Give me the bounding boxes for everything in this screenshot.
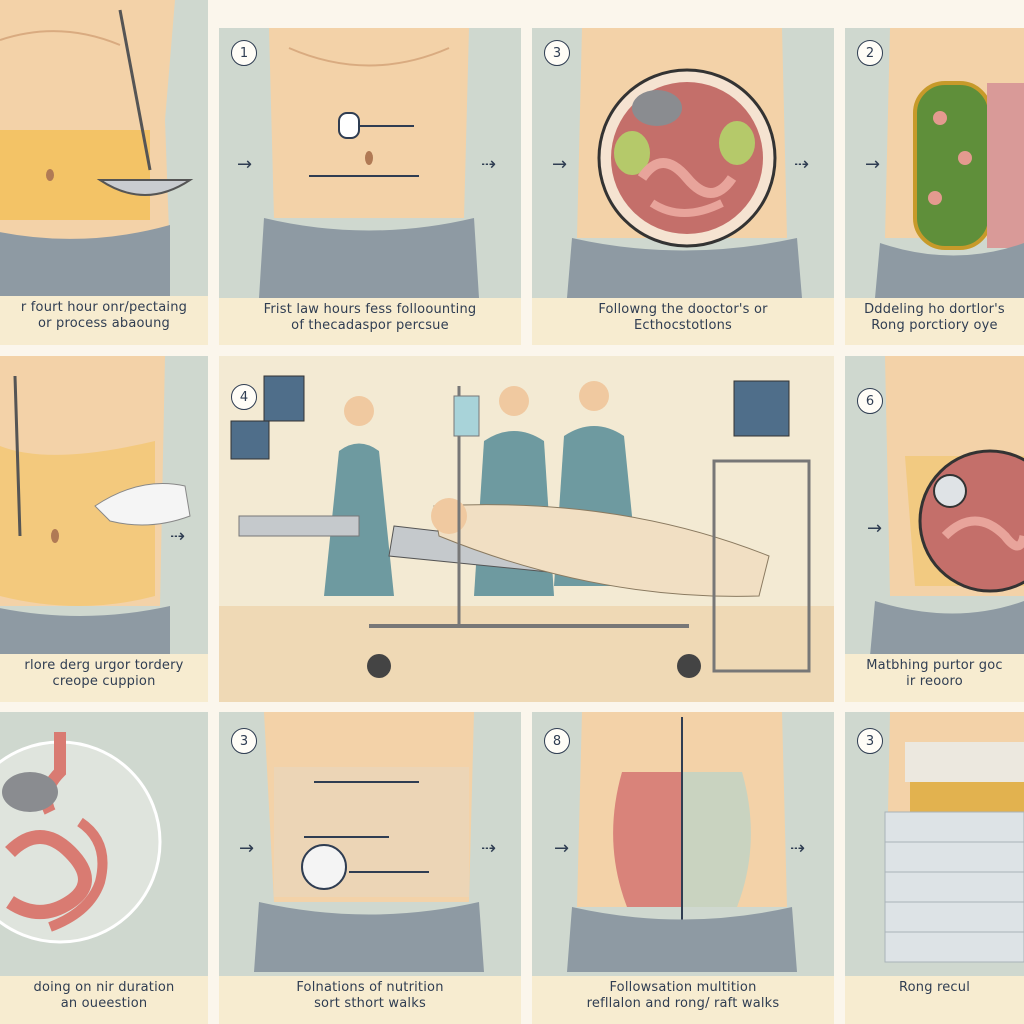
arrow-right-icon: ⇢: [794, 154, 810, 175]
digestive-system-diagram-illustration: [0, 712, 208, 1024]
caption-line: rlore derg urgor tordery: [24, 658, 184, 673]
caption-line: Followng the dooctor's or: [598, 302, 768, 317]
caption-line: an oueestion: [60, 996, 148, 1011]
panel-7: 6 → Matbhing purtor goc ir reooro: [845, 356, 1024, 702]
arrow-right-icon: →: [552, 154, 568, 175]
panel-4: 2 → Dddeling ho dortlor's Rong porctiory…: [845, 28, 1024, 345]
arrow-right-icon: →: [554, 838, 570, 859]
caption: Frist law hours fess folloounting of the…: [219, 298, 521, 345]
caption-line: Rong recul: [898, 980, 971, 995]
half-abdomen-cross-section-illustration: [845, 28, 1024, 345]
arrow-right-icon: ⇢: [170, 526, 186, 547]
panel-8: doing on nir duration an oueestion: [0, 712, 208, 1024]
caption-line: Matbhing purtor goc: [866, 658, 1003, 673]
step-badge: 3: [857, 728, 883, 754]
step-badge: 3: [544, 40, 570, 66]
caption-line: Folnations of nutrition: [296, 980, 444, 995]
arrow-right-icon: ⇢: [790, 838, 806, 859]
panel-11: 3 Rong recul: [845, 712, 1024, 1024]
panel-2: 1 → ⇢ Frist law hours fess folloounting …: [219, 28, 521, 345]
panel-1: r fourt hour onr/pectaing or process aba…: [0, 0, 208, 345]
panel-10: 8 → ⇢ Followsation multition refllalon a…: [532, 712, 834, 1024]
open-abdomen-intestines-illustration: [532, 28, 834, 345]
caption: doing on nir duration an oueestion: [0, 976, 208, 1024]
panel-operating-room: 4: [219, 356, 834, 702]
arrow-right-icon: ⇢: [481, 838, 497, 859]
step-badge: 3: [231, 728, 257, 754]
caption-line: Ecthocstotlons: [633, 318, 733, 333]
torso-with-glove-hand-illustration: [0, 356, 208, 702]
panel-9: 3 → ⇢ Folnations of nutrition sort sthor…: [219, 712, 521, 1024]
step-badge: 4: [231, 384, 257, 410]
caption: Followng the dooctor's or Ecthocstotlons: [532, 298, 834, 345]
arrow-right-icon: ⇢: [481, 154, 497, 175]
torso-with-abdominal-binder-illustration: [845, 712, 1024, 1024]
step-badge: 6: [857, 388, 883, 414]
arrow-right-icon: →: [239, 838, 255, 859]
caption-line: r fourt hour onr/pectaing: [20, 300, 188, 315]
torso-with-incision-arrows-illustration: [219, 28, 521, 345]
step-badge: 2: [857, 40, 883, 66]
caption-line: sort sthort walks: [314, 996, 426, 1011]
caption-line: Rong porctiory oye: [871, 318, 998, 333]
torso-with-scale-illustration: [0, 0, 208, 345]
caption-line: of thecadaspor percsue: [291, 318, 449, 333]
caption-line: doing on nir duration: [33, 980, 175, 995]
abdomen-split-cross-section-illustration: [532, 712, 834, 1024]
panel-3: 3 → ⇢ Followng the dooctor's or Ecthocst…: [532, 28, 834, 345]
caption: Dddeling ho dortlor's Rong porctiory oye: [845, 298, 1024, 345]
torso-with-bandage-device-illustration: [219, 712, 521, 1024]
caption: r fourt hour onr/pectaing or process aba…: [0, 296, 208, 345]
caption-line: refllalon and rong/ raft walks: [586, 996, 780, 1011]
abdomen-intestines-window-illustration: [845, 356, 1024, 702]
caption-line: Followsation multition: [609, 980, 757, 995]
arrow-right-icon: →: [865, 154, 881, 175]
caption-line: or process abaoung: [38, 316, 170, 331]
caption: Folnations of nutrition sort sthort walk…: [219, 976, 521, 1024]
caption: rlore derg urgor tordery creope cuppion: [0, 654, 208, 702]
operating-room-scene-illustration: [219, 356, 834, 702]
caption: Rong recul: [845, 976, 1024, 1024]
caption: Followsation multition refllalon and ron…: [532, 976, 834, 1024]
panel-5: ⇢ rlore derg urgor tordery creope cuppio…: [0, 356, 208, 702]
arrow-right-icon: →: [867, 518, 883, 539]
caption-line: Dddeling ho dortlor's: [864, 302, 1005, 317]
caption: Matbhing purtor goc ir reooro: [845, 654, 1024, 702]
step-badge: 1: [231, 40, 257, 66]
caption-line: ir reooro: [906, 674, 963, 689]
caption-line: creope cuppion: [52, 674, 156, 689]
caption-line: Frist law hours fess folloounting: [263, 302, 477, 317]
arrow-right-icon: →: [237, 154, 253, 175]
step-badge: 8: [544, 728, 570, 754]
